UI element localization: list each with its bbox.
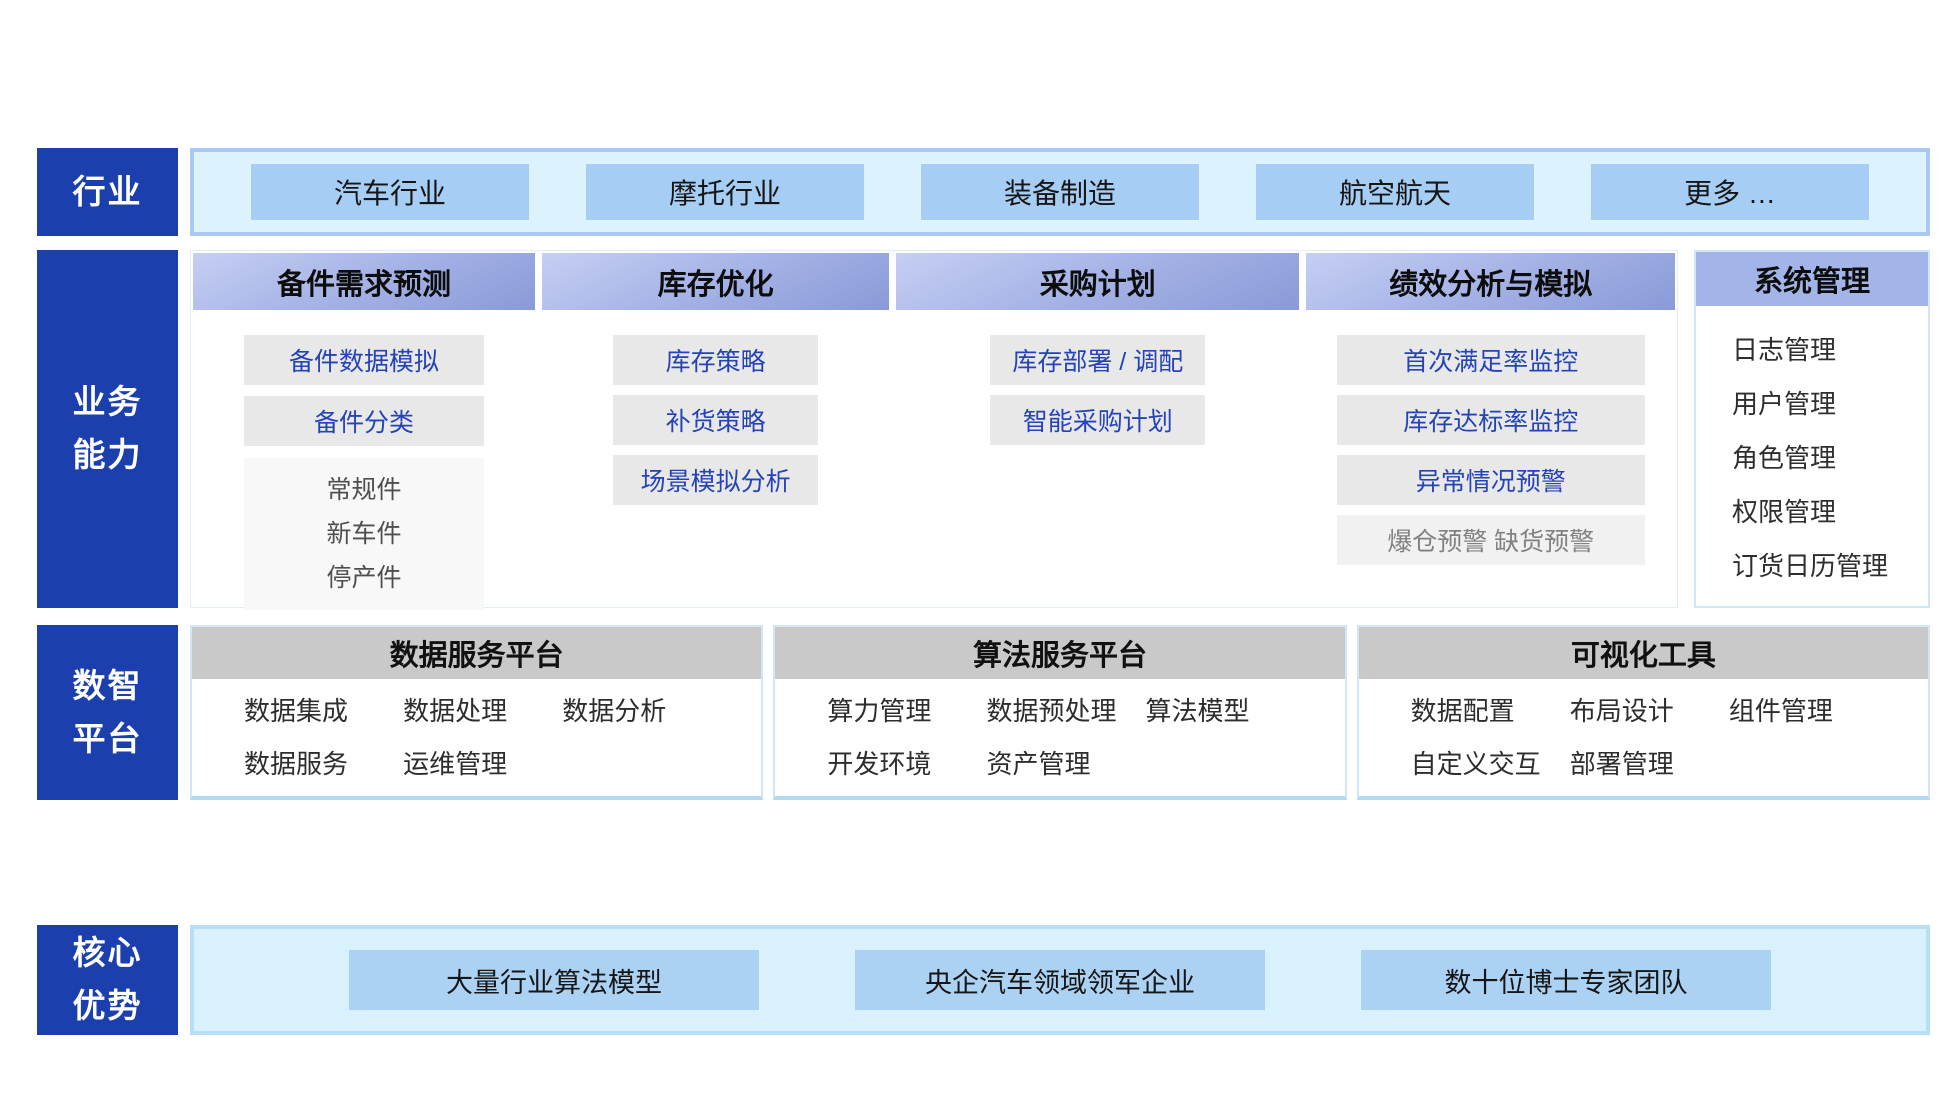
item-component-management: 组件管理 [1728,695,1833,726]
column-header-procurement-plan: 采购计划 [896,253,1300,310]
card-body: 算力管理 数据预处理 算法模型 开发环境 资产管理 [775,679,1344,796]
item-inventory-deployment: 库存部署 / 调配 [990,335,1206,385]
industry-chip-more: 更多 … [1591,164,1869,220]
item-data-service: 数据服务 [244,748,349,779]
advantage-chip-phd-team: 数十位博士专家团队 [1361,950,1771,1010]
column-items: 库存部署 / 调配 智能采购计划 [990,335,1206,445]
column-items: 库存策略 补货策略 场景模拟分析 [613,335,819,505]
item-inventory-strategy: 库存策略 [613,335,819,385]
platform-row-label-line2: 平台 [72,719,143,757]
item-overflow-shortage-warning: 爆仓预警 缺货预警 [1336,515,1645,565]
advantages-row-label-line1: 核心 [72,934,143,972]
card-body: 数据集成 数据处理 数据分析 数据服务 运维管理 [192,679,761,796]
platform-cards: 数据服务平台 数据集成 数据处理 数据分析 数据服务 运维管理 算法服务平台 算… [190,625,1930,800]
item-spare-data-simulation: 备件数据模拟 [244,335,484,385]
industry-row-label: 行业 [37,148,178,236]
item-permission-management: 权限管理 [1732,497,1837,527]
item-scenario-simulation: 场景模拟分析 [613,455,819,505]
item-spare-classification: 备件分类 [244,396,484,446]
column-items: 首次满足率监控 库存达标率监控 异常情况预警 爆仓预警 缺货预警 [1336,335,1645,565]
column-header-performance-analysis: 绩效分析与模拟 [1306,253,1675,310]
item-algorithm-models: 算法模型 [1145,695,1250,726]
advantages-row: 核心 优势 大量行业算法模型 央企汽车领域领军企业 数十位博士专家团队 [37,925,1930,1035]
card-header-visualization-tools: 可视化工具 [1358,627,1928,679]
industry-chip-aerospace: 航空航天 [1256,164,1534,220]
advantage-chip-leading-enterprise: 央企汽车领域领军企业 [855,950,1265,1010]
item-layout-design: 布局设计 [1569,695,1674,726]
card-body: 数据配置 布局设计 组件管理 自定义交互 部署管理 [1359,679,1928,796]
industry-band: 汽车行业 摩托行业 装备制造 航空航天 更多 … [190,148,1930,236]
column-performance-analysis: 绩效分析与模拟 首次满足率监控 库存达标率监控 异常情况预警 爆仓预警 缺货预警 [1306,253,1675,605]
spare-classification-sublist: 常规件 新车件 停产件 [244,458,484,610]
item-data-processing: 数据处理 [403,695,508,726]
item-log-management: 日志管理 [1732,335,1837,365]
item-inventory-compliance-monitor: 库存达标率监控 [1336,395,1645,445]
item-ops-management: 运维管理 [403,748,508,779]
industry-row: 行业 汽车行业 摩托行业 装备制造 航空航天 更多 … [37,148,1930,236]
platform-row: 数智 平台 数据服务平台 数据集成 数据处理 数据分析 数据服务 运维管理 算法… [37,625,1930,800]
card-visualization-tools: 可视化工具 数据配置 布局设计 组件管理 自定义交互 部署管理 [1356,625,1930,800]
platform-row-label-line1: 数智 [72,666,143,704]
system-management-panel: 系统管理 日志管理 用户管理 角色管理 权限管理 订货日历管理 [1694,250,1930,608]
item-deployment-management: 部署管理 [1569,748,1674,779]
system-management-items: 日志管理 用户管理 角色管理 权限管理 订货日历管理 [1696,306,1928,583]
business-content: 备件需求预测 备件数据模拟 备件分类 常规件 新车件 停产件 库存优化 [190,250,1930,610]
sub-item-new-vehicle-parts: 新车件 [326,520,402,548]
item-asset-management: 资产管理 [986,748,1091,779]
column-header-inventory-optimization: 库存优化 [542,253,890,310]
card-algorithm-service-platform: 算法服务平台 算力管理 数据预处理 算法模型 开发环境 资产管理 [773,625,1347,800]
industry-chip-motorcycle: 摩托行业 [586,164,864,220]
column-inventory-optimization: 库存优化 库存策略 补货策略 场景模拟分析 [542,253,890,605]
item-dev-environment: 开发环境 [827,748,932,779]
advantages-band: 大量行业算法模型 央企汽车领域领军企业 数十位博士专家团队 [190,925,1930,1035]
column-procurement-plan: 采购计划 库存部署 / 调配 智能采购计划 [896,253,1300,605]
item-order-calendar-management: 订货日历管理 [1732,551,1889,581]
column-demand-forecast: 备件需求预测 备件数据模拟 备件分类 常规件 新车件 停产件 [193,253,536,610]
item-replenishment-strategy: 补货策略 [613,395,819,445]
item-anomaly-warning: 异常情况预警 [1336,455,1645,505]
advantage-chip-algorithm-models: 大量行业算法模型 [349,950,759,1010]
platform-row-label: 数智 平台 [37,625,178,800]
card-header-data-service: 数据服务平台 [192,627,762,679]
item-data-integration: 数据集成 [244,695,349,726]
card-header-algorithm-service: 算法服务平台 [775,627,1345,679]
advantages-row-label: 核心 优势 [37,925,178,1035]
industry-row-label-text: 行业 [72,172,143,210]
item-first-fill-rate-monitor: 首次满足率监控 [1336,335,1645,385]
advantages-row-label-line2: 优势 [72,987,143,1024]
system-management-header: 系统管理 [1696,252,1928,306]
item-data-preprocessing: 数据预处理 [986,695,1117,726]
card-data-service-platform: 数据服务平台 数据集成 数据处理 数据分析 数据服务 运维管理 [190,625,764,800]
item-compute-management: 算力管理 [827,695,932,726]
industry-chip-auto: 汽车行业 [251,164,529,220]
sub-item-regular-parts: 常规件 [326,476,402,504]
column-header-demand-forecast: 备件需求预测 [193,253,536,310]
item-data-analysis: 数据分析 [562,695,667,726]
item-user-management: 用户管理 [1732,389,1837,419]
business-row-label-line1: 业务 [72,383,143,421]
sub-item-discontinued-parts: 停产件 [326,564,402,592]
item-data-configuration: 数据配置 [1410,695,1515,726]
business-row-label-line2: 能力 [72,436,143,473]
industry-chip-equipment: 装备制造 [921,164,1199,220]
column-items: 备件数据模拟 备件分类 常规件 新车件 停产件 [244,335,484,610]
item-custom-interaction: 自定义交互 [1410,748,1541,779]
business-columns-container: 备件需求预测 备件数据模拟 备件分类 常规件 新车件 停产件 库存优化 [190,250,1678,610]
business-row: 业务 能力 备件需求预测 备件数据模拟 备件分类 常规件 新车件 停产件 [37,250,1930,610]
item-role-management: 角色管理 [1732,443,1837,473]
business-row-label: 业务 能力 [37,250,178,608]
item-smart-procurement: 智能采购计划 [990,395,1206,445]
